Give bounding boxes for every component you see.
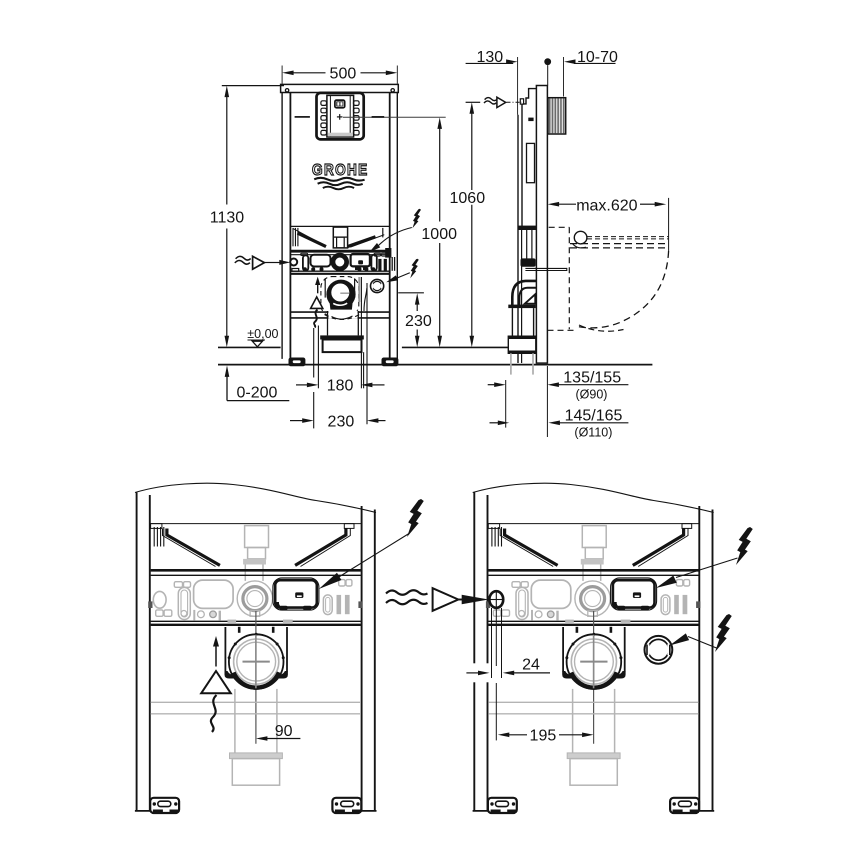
svg-text:135/155: 135/155 xyxy=(563,369,621,386)
svg-text:180: 180 xyxy=(327,378,354,395)
svg-text:195: 195 xyxy=(530,728,557,745)
svg-text:(Ø110): (Ø110) xyxy=(574,425,612,439)
svg-text:1060: 1060 xyxy=(450,190,486,207)
svg-text:±0,00: ±0,00 xyxy=(247,327,278,341)
svg-text:230: 230 xyxy=(405,313,432,330)
svg-text:GROHE: GROHE xyxy=(312,162,369,179)
svg-text:24: 24 xyxy=(522,657,540,674)
svg-text:500: 500 xyxy=(330,66,357,83)
svg-text:1130: 1130 xyxy=(210,209,245,226)
svg-text:(Ø90): (Ø90) xyxy=(576,387,608,401)
svg-text:130: 130 xyxy=(476,49,503,66)
svg-text:230: 230 xyxy=(328,414,355,431)
svg-text:145/165: 145/165 xyxy=(565,407,623,424)
svg-text:0-200: 0-200 xyxy=(237,385,278,402)
svg-text:10-70: 10-70 xyxy=(577,49,618,66)
svg-text:1000: 1000 xyxy=(421,226,457,243)
svg-text:90: 90 xyxy=(275,723,293,740)
svg-text:max.620: max.620 xyxy=(576,197,637,214)
